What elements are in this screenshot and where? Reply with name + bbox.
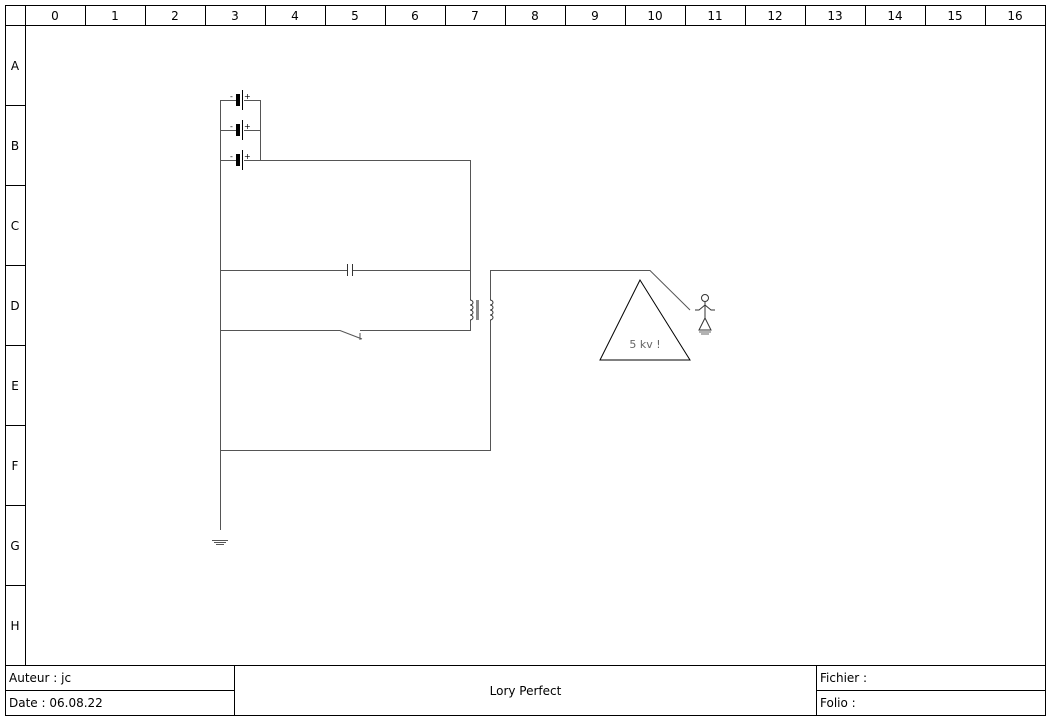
column-label: 14 [887, 9, 902, 23]
transformer-icon [469, 299, 494, 321]
wire-battery-3 [220, 160, 471, 300]
column-label: 2 [171, 9, 179, 23]
battery-icon [236, 90, 243, 110]
wire-switch [220, 320, 471, 340]
column-label: 10 [647, 9, 662, 23]
column-label: 13 [827, 9, 842, 23]
column-label: 4 [291, 9, 299, 23]
column-label: 15 [947, 9, 962, 23]
column-label: 11 [707, 9, 722, 23]
battery-plus-label: + [244, 92, 251, 101]
sheet-border [5, 5, 1046, 716]
column-label: 6 [411, 9, 419, 23]
row-label: D [10, 299, 19, 313]
row-headers: A B C D E F G H [5, 59, 25, 633]
row-label: H [10, 619, 19, 633]
battery-minus-label: - [230, 122, 233, 131]
row-label: E [11, 379, 19, 393]
wire-secondary-return [220, 320, 491, 451]
wire-battery-1 [220, 100, 261, 160]
high-voltage-warning: 5 kv ! [599, 278, 691, 361]
wires [220, 100, 691, 530]
column-label: 12 [767, 9, 782, 23]
column-label: 9 [591, 9, 599, 23]
date-field: Date : 06.08.22 [9, 696, 103, 710]
ground-icon [212, 540, 228, 545]
battery-plus-label: + [244, 152, 251, 161]
battery-bank: - + - + - + [230, 90, 251, 170]
row-label: B [11, 139, 19, 153]
drawing-title: Lory Perfect [489, 684, 562, 698]
column-label: 5 [351, 9, 359, 23]
folio-field: Folio : [820, 696, 856, 710]
column-label: 3 [231, 9, 239, 23]
warning-label: 5 kv ! [629, 338, 660, 351]
battery-icon [236, 120, 243, 140]
battery-icon [236, 150, 243, 170]
column-label: 0 [51, 9, 59, 23]
row-label: G [10, 539, 19, 553]
row-label: C [11, 219, 19, 233]
capacitor-icon [347, 264, 353, 276]
row-label: F [12, 459, 19, 473]
column-label: 16 [1007, 9, 1022, 23]
battery-plus-label: + [244, 122, 251, 131]
wire-secondary-out [490, 270, 691, 311]
author-field: Auteur : jc [9, 671, 72, 685]
row-label: A [11, 59, 20, 73]
column-label: 8 [531, 9, 539, 23]
battery-minus-label: - [230, 152, 233, 161]
column-label: 7 [471, 9, 479, 23]
person-icon [695, 294, 715, 335]
column-label: 1 [111, 9, 119, 23]
file-field: Fichier : [820, 671, 868, 685]
battery-minus-label: - [230, 92, 233, 101]
